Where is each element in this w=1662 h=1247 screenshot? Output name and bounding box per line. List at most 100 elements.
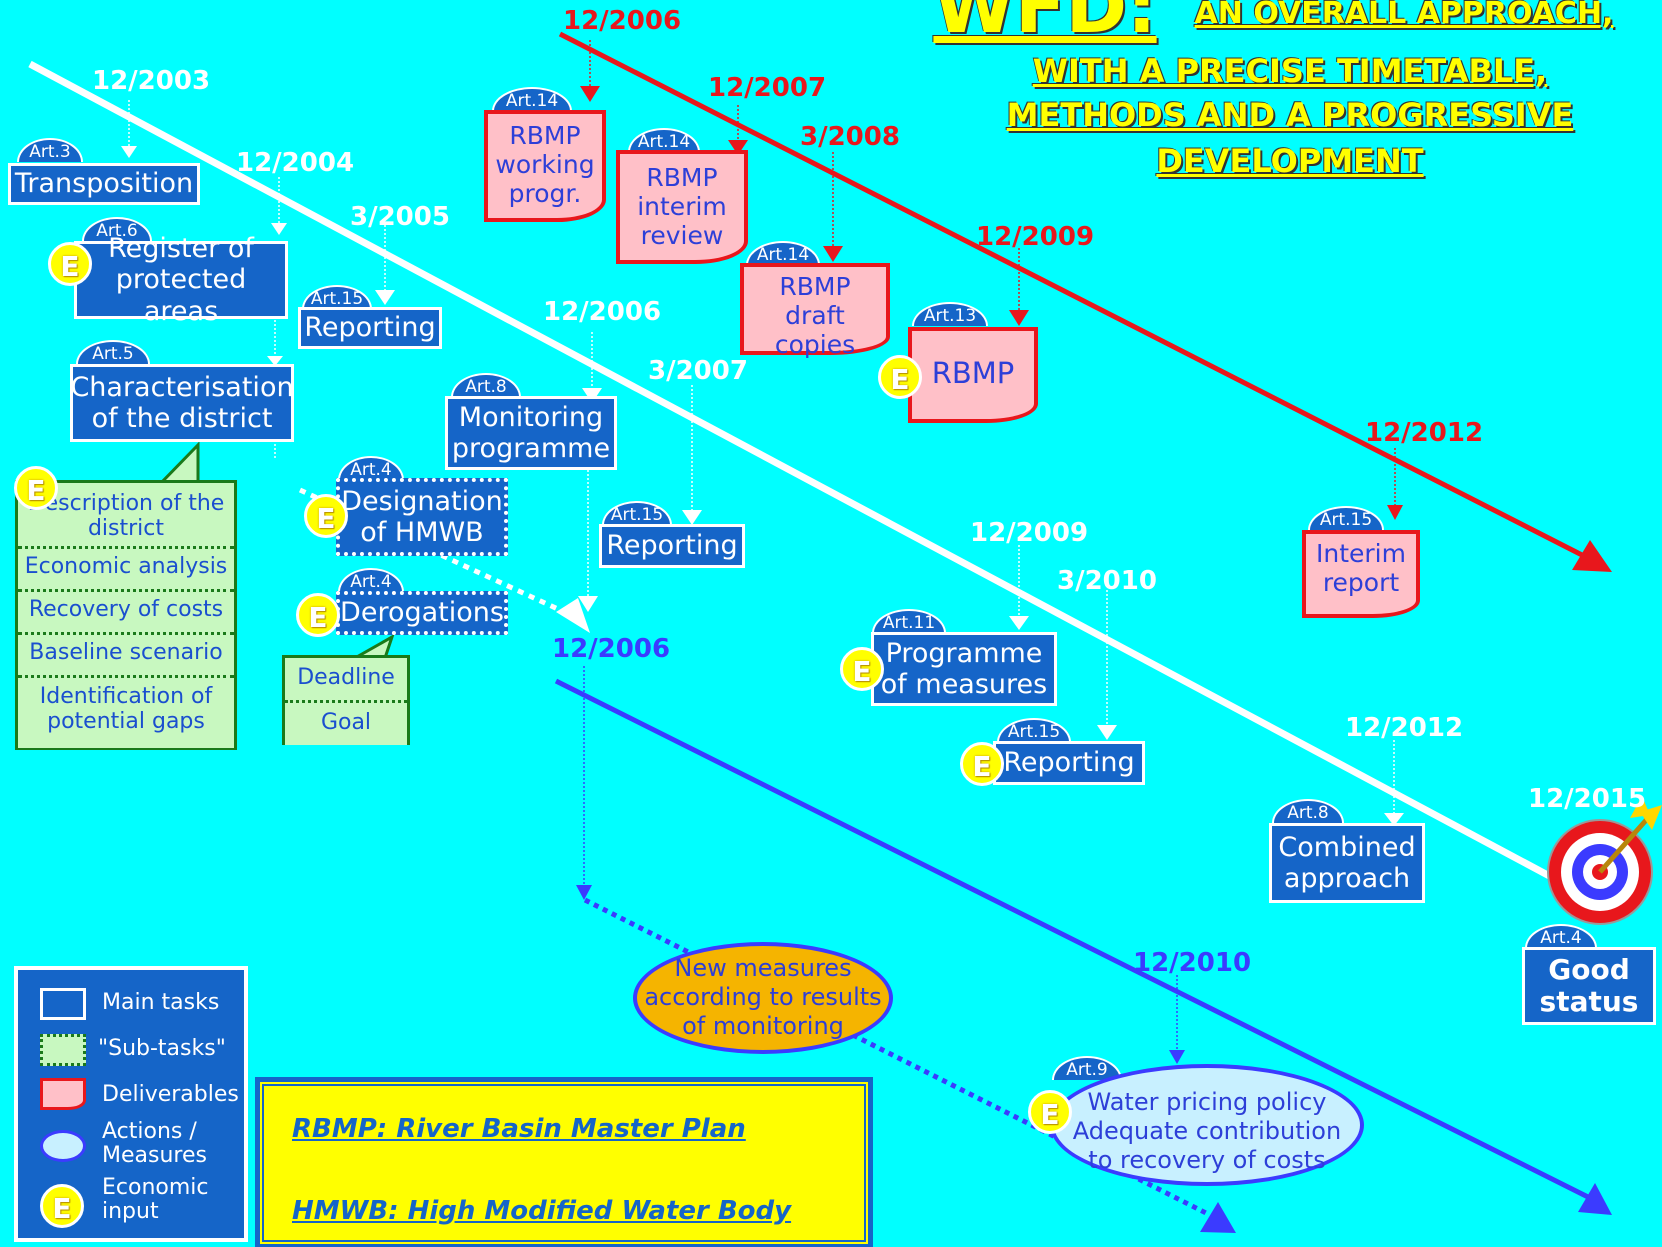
good-status-box: Good status: [1522, 947, 1656, 1025]
new-measures-line2: according to results: [644, 982, 882, 1011]
rbmp-draft-deliverable: RBMP draft copies: [740, 263, 890, 358]
new-measures-line1: New measures: [674, 954, 852, 982]
designation-line1: Designation: [341, 485, 503, 517]
title-line2: WITH A PRECISE TIMETABLE,: [1032, 52, 1548, 90]
derogation-subtasks: Deadline Goal: [282, 655, 410, 745]
date-white-2009: 12/2009: [970, 518, 1089, 548]
date-white-2012: 12/2012: [1345, 713, 1464, 743]
legend-actions-swatch: [40, 1130, 86, 1162]
new-measures-action: New measures according to results of mon…: [633, 942, 893, 1054]
art-tag-rbmp: Art.13: [912, 302, 988, 326]
economic-input-icon: E: [840, 647, 884, 691]
glossary-rbmp: RBMP: River Basin Master Plan: [292, 1114, 746, 1144]
subtask-recovery-costs: Recovery of costs: [18, 592, 234, 635]
subtask-economic-analysis: Economic analysis: [18, 549, 234, 592]
characterisation-line2: of the district: [91, 403, 273, 434]
legend-deliv-swatch: [40, 1078, 86, 1110]
economic-input-icon: E: [40, 1184, 84, 1228]
legend: Main tasks "Sub-tasks" Deliverables Acti…: [14, 966, 248, 1242]
date-red-2008: 3/2008: [800, 122, 900, 152]
good-status-line1: Good: [1548, 952, 1630, 986]
pricing-line2: Adequate contribution: [1072, 1116, 1342, 1145]
art-tag-working: Art.14: [492, 87, 572, 111]
draft-line1: RBMP: [779, 272, 851, 301]
date-white-2003: 12/2003: [92, 66, 211, 96]
district-subtasks: Description of the district Economic ana…: [15, 480, 237, 750]
economic-input-icon: E: [296, 593, 340, 637]
reporting-1-box: Reporting: [298, 307, 442, 349]
draft-line2: draft copies: [774, 300, 856, 359]
target-icon: [1547, 796, 1662, 925]
red-track-line: [558, 31, 1584, 558]
reporting-3-box: Reporting: [993, 741, 1145, 785]
glossary-hmwb: HMWB: High Modified Water Body: [292, 1196, 792, 1226]
date-white-2006: 12/2006: [543, 297, 662, 327]
reporting-2-label: Reporting: [606, 530, 738, 562]
economic-input-icon: E: [48, 242, 92, 286]
programme-line2: of measures: [880, 669, 1048, 700]
title-big: WFD:: [933, 0, 1157, 50]
legend-main-swatch: [40, 988, 86, 1020]
economic-input-icon: E: [878, 355, 922, 399]
date-blue-2006: 12/2006: [552, 634, 671, 664]
transposition-label: Transposition: [14, 168, 194, 200]
glossary: RBMP: River Basin Master Plan HMWB: High…: [255, 1077, 873, 1247]
working-line3: progr.: [508, 178, 582, 208]
art-tag-interim-review: Art.14: [628, 128, 700, 152]
characterisation-box: Characterisation of the district: [70, 364, 294, 442]
date-white-2010: 3/2010: [1057, 566, 1157, 596]
art-tag-draft: Art.14: [746, 241, 820, 265]
characterisation-line1: Characterisation: [70, 371, 294, 403]
interim-report-deliverable: Interim report: [1302, 530, 1420, 618]
programme-line1: Programme: [885, 637, 1043, 669]
date-white-2004: 12/2004: [236, 148, 355, 178]
subtask-deadline: Deadline: [285, 658, 407, 703]
red-track-arrowhead: [1572, 540, 1612, 572]
economic-input-icon: E: [1028, 1090, 1072, 1134]
combined-line1: Combined: [1278, 831, 1416, 863]
transposition-box: Transposition: [8, 163, 200, 205]
art-tag-reporting-1: Art.15: [302, 285, 372, 309]
white-dotted-arrowhead: [556, 598, 590, 633]
subtask-gaps: Identification of potential gaps: [18, 678, 234, 748]
legend-deliv-label: Deliverables: [102, 1082, 239, 1107]
date-white-2015: 12/2015: [1528, 784, 1647, 814]
white-track-line: [28, 60, 1587, 899]
register-box: Register of protected areas: [74, 233, 288, 327]
interim-review-line2: interim: [637, 191, 727, 221]
economic-input-icon: E: [960, 742, 1004, 786]
legend-sub-label: "Sub-tasks": [98, 1036, 226, 1061]
date-white-2005: 3/2005: [350, 202, 450, 232]
working-line1: RBMP: [509, 121, 581, 150]
art-tag-interim-report: Art.15: [1308, 506, 1384, 530]
interim-review-line1: RBMP: [646, 163, 718, 192]
rbmp-label: RBMP: [931, 356, 1015, 390]
economic-input-icon: E: [14, 466, 58, 510]
blue-track-arrowhead: [1578, 1183, 1612, 1215]
legend-sub-swatch: [40, 1034, 86, 1066]
title-line4: DEVELOPMENT: [1156, 142, 1424, 180]
date-red-2009: 12/2009: [976, 222, 1095, 252]
title-line3: METHODS AND A PROGRESSIVE: [1006, 96, 1574, 134]
derogations-box: Derogations: [336, 591, 508, 635]
reporting-3-label: Reporting: [1003, 747, 1135, 779]
pricing-line3: to recovery of costs: [1088, 1145, 1326, 1174]
combined-line2: approach: [1283, 863, 1411, 894]
legend-actions-label: Actions /Measures: [102, 1119, 207, 1169]
combined-box: Combined approach: [1269, 823, 1425, 903]
derogations-label: Derogations: [340, 597, 504, 629]
programme-box: Programme of measures: [871, 632, 1057, 706]
monitoring-box: Monitoring programme: [445, 396, 617, 470]
blue-track-line: [554, 678, 1590, 1200]
art-tag-programme: Art.11: [872, 609, 946, 633]
art-tag-reporting-2: Art.15: [602, 501, 672, 525]
rbmp-working-deliverable: RBMP working progr.: [484, 110, 606, 222]
interim-report-line1: Interim: [1316, 539, 1406, 568]
date-red-2006: 12/2006: [563, 6, 682, 36]
rbmp-interim-review-deliverable: RBMP interim review: [616, 150, 748, 264]
subtask-baseline: Baseline scenario: [18, 635, 234, 678]
subtask-goal: Goal: [285, 703, 407, 745]
blue-dotted-arrowhead: [1200, 1202, 1236, 1233]
